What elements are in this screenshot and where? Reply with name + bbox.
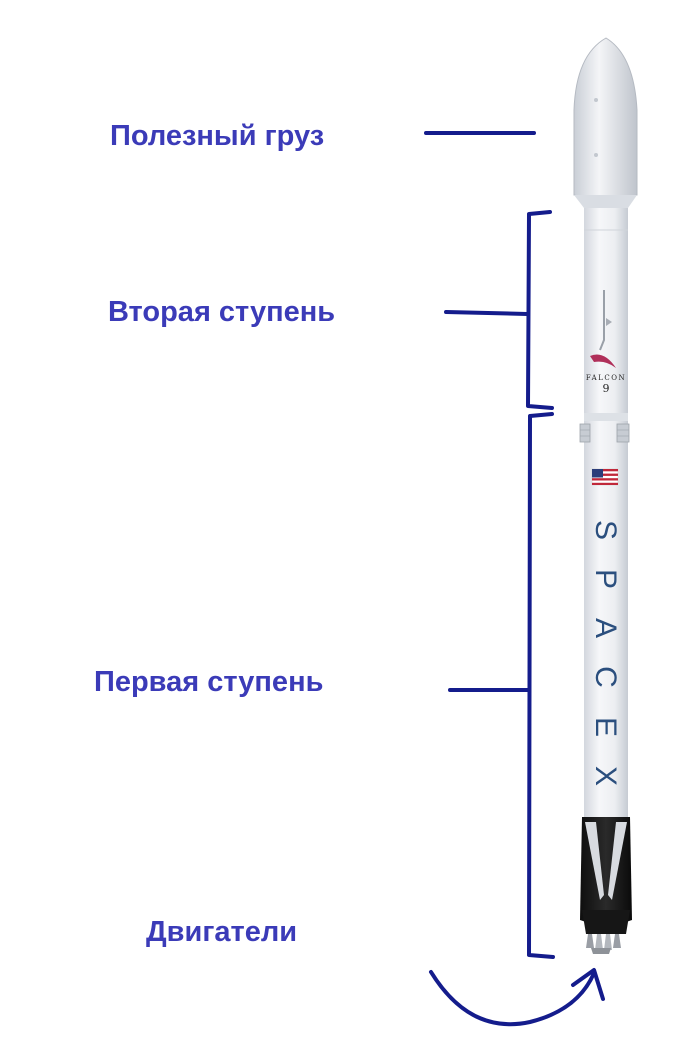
landing-leg-left xyxy=(585,822,604,900)
falcon-logo-text: FALCON xyxy=(586,374,626,382)
payload-label: Полезный груз xyxy=(110,120,325,152)
engines-arrowhead-icon xyxy=(571,968,605,1001)
spacex-logo: S P A C E X xyxy=(589,520,622,786)
falcon-swoosh-icon xyxy=(590,354,616,368)
second-stage-bracket xyxy=(526,210,554,410)
annotations xyxy=(424,131,605,1027)
landing-leg-right xyxy=(608,822,627,900)
grid-fin-left xyxy=(579,423,591,443)
first-stage-body xyxy=(584,421,628,817)
engines-arrow xyxy=(429,970,596,1027)
engine-section xyxy=(580,817,632,954)
first-stage-label: Первая ступень xyxy=(94,666,324,698)
falcon9-logo: FALCON 9 xyxy=(586,354,626,395)
grid-fin-right xyxy=(616,423,630,443)
spacex-letter: S xyxy=(589,520,622,540)
spacex-letter: A xyxy=(589,618,622,638)
first-stage-bracket xyxy=(527,412,555,959)
us-flag-icon xyxy=(591,468,619,486)
rocket: FALCON 9 S P A C E X xyxy=(573,37,638,954)
interstage xyxy=(584,413,628,421)
payload-fairing xyxy=(573,37,638,201)
fairing-adapter xyxy=(574,195,637,208)
spacex-letter: E xyxy=(589,717,622,737)
second-stage-label: Вторая ступень xyxy=(108,296,336,328)
second-stage-body xyxy=(584,208,628,413)
spacex-letter: P xyxy=(589,569,622,589)
engine-nozzles xyxy=(586,934,621,954)
engines-label: Двигатели xyxy=(146,916,298,948)
spacex-letter: C xyxy=(589,666,622,688)
spacex-letter: X xyxy=(589,766,622,786)
second-stage-pointer-line xyxy=(444,310,529,316)
falcon-logo-number: 9 xyxy=(603,382,610,395)
